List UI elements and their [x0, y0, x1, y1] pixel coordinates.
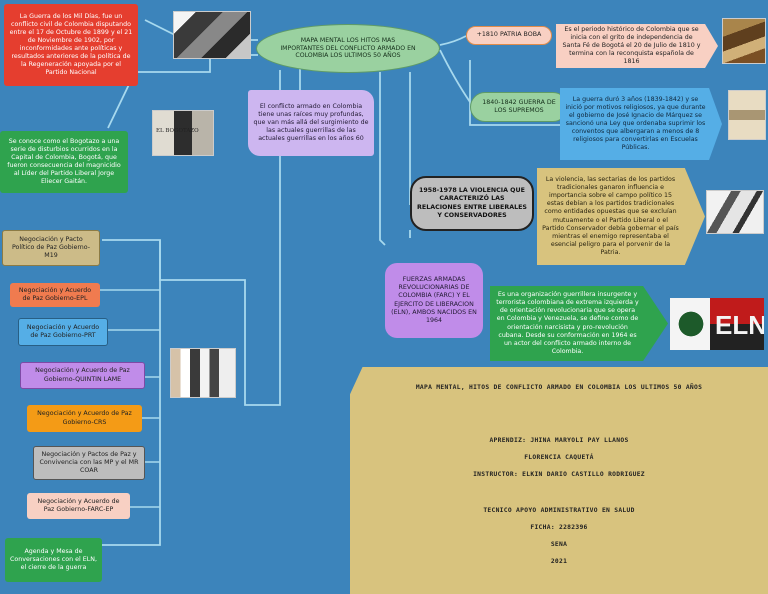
line-central-farc: [379, 72, 386, 246]
farc-eln-logo: ELN: [670, 298, 764, 350]
info-student: APRENDIZ: JHINA MARYOLI PAY LLANOS: [489, 437, 629, 444]
line-central-supremos: [439, 49, 471, 103]
patria-boba-desc[interactable]: Es el periodo histórico de Colombia que …: [556, 24, 718, 68]
peace-handshake-photo: [170, 348, 236, 398]
info-panel: MAPA MENTAL, HITOS DE CONFLICTO ARMADO E…: [350, 367, 768, 594]
info-place: FLORENCIA CAQUETÁ: [524, 454, 594, 461]
negotiation-farc-ep[interactable]: Negociación y Acuerdo de Paz Gobierno-FA…: [27, 493, 130, 519]
supremos-label[interactable]: 1840-1842 GUERRA DE LOS SUPREMOS: [470, 92, 568, 122]
info-title: MAPA MENTAL, HITOS DE CONFLICTO ARMADO E…: [415, 384, 703, 391]
info-org: SENA: [550, 541, 568, 548]
mil-dias-box[interactable]: La Guerra de los Mil Días, fue un confli…: [4, 4, 138, 86]
central-topic[interactable]: MAPA MENTAL LOS HITOS MAS IMPORTANTES DE…: [256, 24, 440, 73]
eln-flag-icon: [710, 298, 764, 350]
line-supremos-right: [469, 60, 560, 126]
negotiation-m19[interactable]: Negociación y Pacto Político de Paz Gobi…: [2, 230, 100, 266]
patria-boba-photo: [722, 18, 766, 64]
info-ficha: FICHA: 2282396: [530, 524, 588, 531]
info-year: 2021: [550, 558, 568, 565]
violencia-label[interactable]: 1958-1978 LA VIOLENCIA QUE CARACTERIZÓ L…: [410, 176, 534, 231]
intro-box[interactable]: El conflicto armado en Colombia tiene un…: [248, 90, 374, 156]
farc-logo-icon: [670, 302, 712, 346]
farc-eln-desc[interactable]: Es una organización guerrillera insurgen…: [490, 286, 668, 361]
negotiation-mp-mr-coar[interactable]: Negociación y Pactos de Paz y Convivenci…: [33, 446, 145, 480]
violencia-photo: [706, 190, 764, 234]
line-central-patria: [439, 35, 467, 46]
farc-eln-label[interactable]: FUERZAS ARMADAS REVOLUCIONARIAS DE COLOM…: [385, 263, 483, 338]
eln-logo-text: ELN: [715, 310, 764, 340]
negotiation-eln[interactable]: Agenda y Mesa de Conversaciones con el E…: [5, 538, 102, 582]
info-program: TECNICO APOYO ADMINISTRATIVO EN SALUD: [483, 507, 635, 514]
supremos-desc[interactable]: La guerra duró 3 años (1839-1842) y se i…: [560, 88, 722, 160]
negotiation-quintin-lame[interactable]: Negociación y Acuerdo de Paz Gobierno-QU…: [20, 362, 145, 389]
negotiation-crs[interactable]: Negociación y Acuerdo de Paz Gobierno-CR…: [27, 405, 142, 432]
bogotazo-photo-caption: EL BOGOTAZO: [156, 128, 199, 134]
supremos-photo: [728, 90, 766, 140]
info-instructor: INSTRUCTOR: ELKIN DARIO CASTILLO RODRIGU…: [473, 471, 645, 478]
negotiation-epl[interactable]: Negociación y Acuerdo de Paz Gobierno-EP…: [10, 283, 100, 307]
negotiation-prt[interactable]: Negociación y Acuerdo de Paz Gobierno-PR…: [18, 318, 108, 346]
bogotazo-box[interactable]: Se conoce como el Bogotazo a una serie d…: [0, 131, 128, 193]
bogotazo-photo: EL BOGOTAZO: [152, 110, 214, 156]
patria-boba-label[interactable]: +1810 PATRIA BOBA: [466, 26, 552, 45]
line-negotiations-stem: [102, 240, 161, 546]
mil-dias-photo: [173, 11, 251, 59]
violencia-desc[interactable]: La violencia, las sectarias de los parti…: [537, 168, 705, 265]
